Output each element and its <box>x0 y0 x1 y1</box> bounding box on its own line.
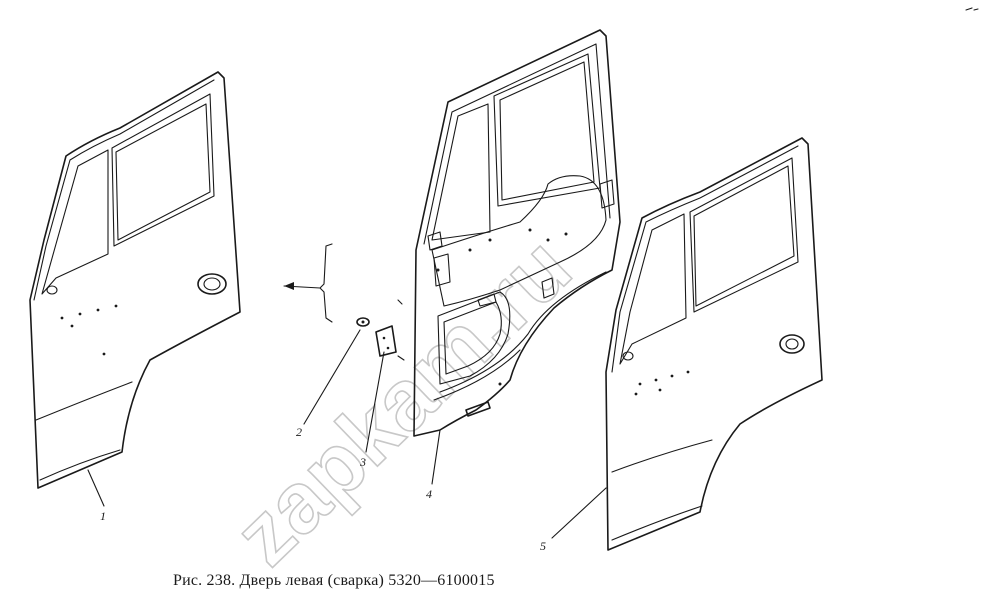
leader-lines <box>87 329 607 539</box>
door-outer-panel-right <box>605 137 823 551</box>
callout-label-4: 4 <box>426 487 432 501</box>
callout-label-3: 3 <box>359 455 366 469</box>
callout-label-1: 1 <box>100 509 106 523</box>
corner-mark <box>965 7 979 11</box>
watermark: zapkam.ru <box>217 219 590 584</box>
door-inner-frame <box>413 29 621 437</box>
pin-part <box>356 317 370 327</box>
hinge-plate-part <box>375 299 405 361</box>
group-bracket-arrow <box>283 243 333 323</box>
callout-label-2: 2 <box>296 425 302 439</box>
door-outer-panel-left <box>29 71 241 489</box>
callout-label-5: 5 <box>540 539 546 553</box>
figure-caption: Рис. 238. Дверь левая (сварка) 5320—6100… <box>173 572 495 589</box>
